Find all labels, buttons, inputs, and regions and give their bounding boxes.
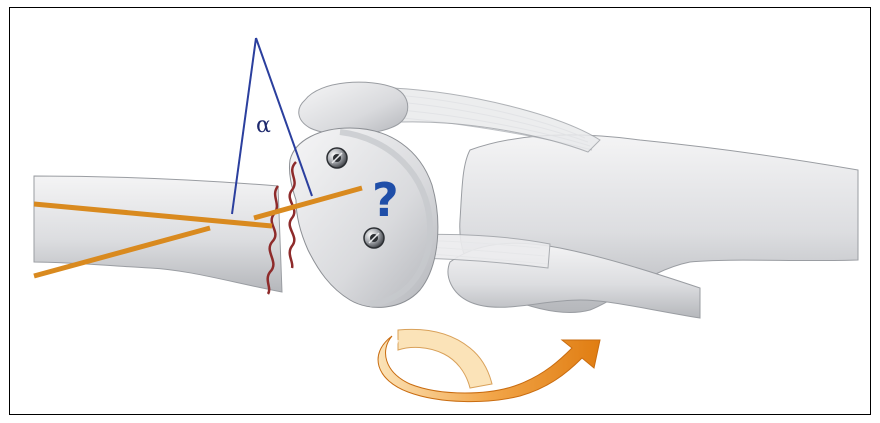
angle-alpha-label: α xyxy=(256,113,271,138)
sesamoid-bone xyxy=(299,82,408,134)
screw-head-icon xyxy=(327,148,347,168)
curved-rotation-arrow-icon xyxy=(378,329,600,401)
screw-head-icon xyxy=(364,228,384,248)
question-mark: ? xyxy=(372,173,399,227)
proximal-shaft xyxy=(34,176,282,292)
